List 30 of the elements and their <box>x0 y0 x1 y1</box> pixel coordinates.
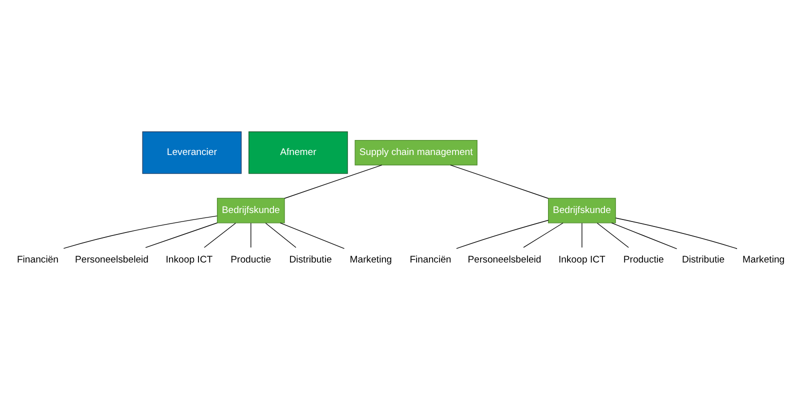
connector <box>615 218 738 250</box>
node-text: Financiën <box>16 254 58 266</box>
node-box: Afnemer <box>248 131 348 174</box>
connector <box>450 164 549 199</box>
connector <box>250 222 252 248</box>
connector <box>611 222 678 250</box>
node-text: Inkoop ICT <box>166 254 213 266</box>
node-box: Bedrijfskunde <box>216 198 285 224</box>
node-box: Leverancier <box>142 131 242 174</box>
connector <box>265 222 296 248</box>
node-text: Productie <box>623 254 664 266</box>
node-text: Personeelsbeleid <box>468 254 542 266</box>
connector <box>280 222 345 249</box>
connector <box>204 222 236 248</box>
connector <box>596 222 629 248</box>
node-text: Marketing <box>742 254 785 266</box>
node-text: Distributie <box>289 254 332 266</box>
node-text: Marketing <box>350 254 392 266</box>
connector <box>63 216 218 249</box>
connector <box>284 164 382 199</box>
node-box: Supply chain management <box>354 140 478 166</box>
node-text: Productie <box>230 254 272 266</box>
node-box: Bedrijfskunde <box>548 198 616 224</box>
connector <box>523 222 564 248</box>
node-text: Financiën <box>410 254 452 266</box>
connector <box>145 222 218 248</box>
node-text: Distributie <box>682 254 725 266</box>
node-text: Inkoop ICT <box>558 254 606 266</box>
node-text: Personeelsbeleid <box>75 254 148 266</box>
connector <box>456 220 549 249</box>
